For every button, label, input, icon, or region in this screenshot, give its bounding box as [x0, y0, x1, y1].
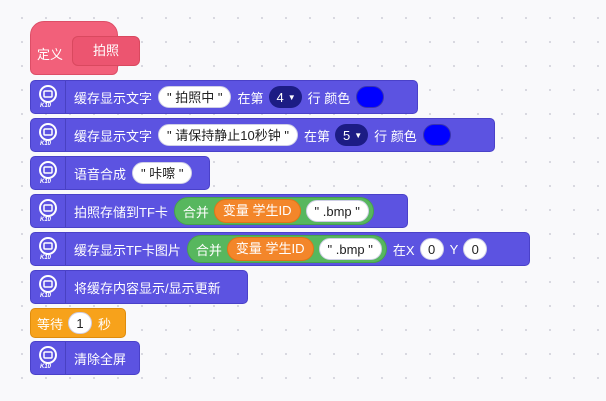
- icon-badge: K10: [40, 141, 52, 147]
- procedure-name[interactable]: 拍照: [72, 36, 140, 66]
- display-tf-image-block[interactable]: K10 缓存显示TF卡图片 合并 变量 学生ID " .bmp " 在X 0 Y…: [30, 232, 530, 266]
- line-value: 4: [276, 89, 284, 105]
- at-line-label: 在第: [237, 90, 264, 106]
- extension-input[interactable]: " .bmp ": [318, 238, 382, 260]
- text-input[interactable]: " 请保持静止10秒钟 ": [158, 124, 298, 146]
- icon-badge: K10: [40, 103, 52, 109]
- icon-badge: K10: [40, 364, 52, 370]
- text-input[interactable]: " 拍照中 ": [158, 86, 232, 108]
- k10-board-icon: K10: [31, 271, 66, 303]
- k10-board-icon: K10: [31, 195, 66, 227]
- k10-board-icon: K10: [31, 157, 66, 189]
- cache-display-text-block-1[interactable]: K10 缓存显示文字 " 拍照中 " 在第 4▼ 行 颜色: [30, 80, 418, 114]
- block-label: 缓存显示文字: [74, 128, 153, 144]
- wait-block[interactable]: 等待 1 秒: [30, 308, 126, 338]
- line-value: 5: [342, 127, 351, 143]
- k10-board-icon: K10: [31, 233, 66, 265]
- display-update-block[interactable]: K10 将缓存内容显示/显示更新: [30, 270, 248, 304]
- color-swatch[interactable]: [422, 124, 451, 146]
- block-label: 缓存显示TF卡图片: [74, 242, 181, 258]
- extension-input[interactable]: " .bmp ": [305, 200, 369, 222]
- block-label: 缓存显示文字: [74, 90, 153, 106]
- wait-label: 等待: [37, 316, 64, 332]
- x-input[interactable]: 0: [419, 238, 444, 260]
- color-swatch[interactable]: [356, 86, 385, 108]
- line-dropdown[interactable]: 5▼: [334, 124, 369, 146]
- icon-badge: K10: [40, 255, 52, 261]
- define-label: 定义: [37, 47, 64, 62]
- variable-student-id[interactable]: 变量 学生ID: [226, 237, 314, 261]
- speech-synthesis-block[interactable]: K10 语音合成 " 咔嚓 ": [30, 156, 210, 190]
- block-label: 拍照存储到TF卡: [74, 204, 168, 220]
- photo-save-tf-block[interactable]: K10 拍照存储到TF卡 合并 变量 学生ID " .bmp ": [30, 194, 408, 228]
- y-label: Y: [449, 241, 459, 257]
- line-color-label: 行 颜色: [307, 90, 351, 106]
- block-label: 语音合成: [74, 166, 127, 182]
- variable-student-id[interactable]: 变量 学生ID: [213, 199, 301, 223]
- text-input[interactable]: " 咔嚓 ": [132, 162, 193, 184]
- k10-board-icon: K10: [31, 81, 66, 113]
- k10-board-icon: K10: [31, 119, 66, 151]
- join-label: 合并: [195, 242, 222, 258]
- icon-badge: K10: [40, 217, 52, 223]
- line-color-label: 行 颜色: [374, 128, 417, 144]
- clear-screen-block[interactable]: K10 清除全屏: [30, 341, 140, 375]
- cache-display-text-block-2[interactable]: K10 缓存显示文字 " 请保持静止10秒钟 " 在第 5▼ 行 颜色: [30, 118, 495, 152]
- chevron-down-icon: ▼: [287, 92, 296, 102]
- join-reporter[interactable]: 合并 变量 学生ID " .bmp ": [186, 235, 387, 263]
- at-line-label: 在第: [303, 128, 330, 144]
- chevron-down-icon: ▼: [354, 130, 363, 140]
- define-hat-block[interactable]: 定义 拍照: [30, 21, 140, 75]
- join-reporter[interactable]: 合并 变量 学生ID " .bmp ": [173, 197, 374, 225]
- line-dropdown[interactable]: 4▼: [268, 86, 302, 108]
- block-label: 清除全屏: [74, 351, 127, 367]
- join-label: 合并: [182, 204, 209, 220]
- y-input[interactable]: 0: [463, 238, 488, 260]
- k10-board-icon: K10: [31, 342, 66, 374]
- seconds-unit: 秒: [98, 316, 112, 332]
- wait-seconds-input[interactable]: 1: [68, 312, 93, 334]
- x-label: 在X: [392, 242, 415, 258]
- icon-badge: K10: [40, 179, 52, 185]
- icon-badge: K10: [40, 293, 52, 299]
- block-label: 将缓存内容显示/显示更新: [74, 280, 221, 296]
